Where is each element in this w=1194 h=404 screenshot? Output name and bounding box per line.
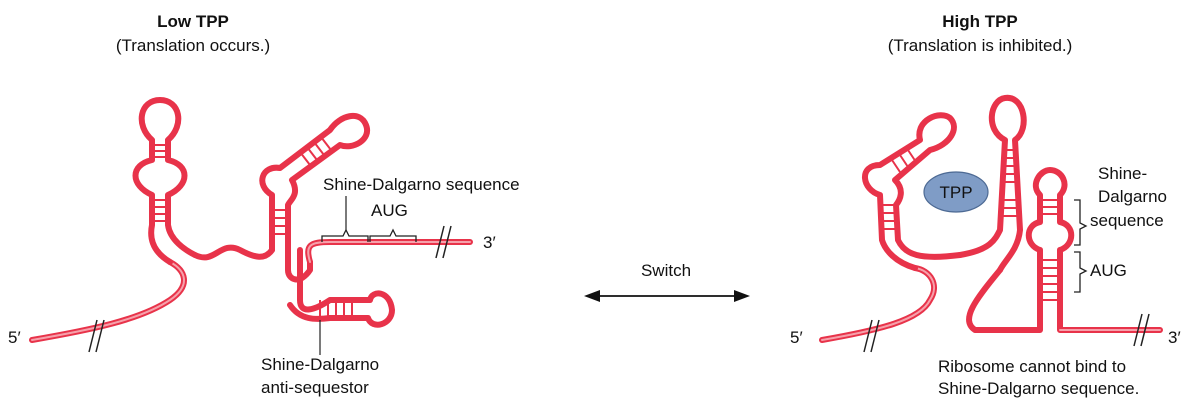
right-sd-hairpin [966, 167, 1163, 333]
right-break-marks [863, 313, 1150, 353]
switch-indicator: Switch [584, 261, 750, 302]
tpp-ligand [923, 171, 989, 213]
right-panel: High TPP (Translation is inhibited.) [790, 12, 1181, 398]
switch-arrow-left-head [584, 290, 600, 302]
right-hairpin-1 [862, 112, 963, 271]
right-hairpin-1-basepairs [880, 149, 917, 230]
left-subtitle: (Translation occurs.) [116, 36, 270, 55]
left-aug-bracket [369, 228, 417, 242]
right-aug-bracket [1074, 251, 1088, 293]
left-hairpin-2 [259, 113, 371, 283]
right-subtitle: (Translation is inhibited.) [888, 36, 1073, 55]
left-rna-strand [29, 97, 473, 353]
left-anti-sequestor-hairpin [287, 247, 395, 328]
right-sd-hairpin-basepairs [1040, 199, 1060, 301]
left-sd-label: Shine-Dalgarno sequence [323, 175, 520, 194]
left-connector [192, 244, 275, 261]
left-break-marks [88, 225, 452, 353]
left-hairpin-2-basepairs [272, 136, 332, 235]
right-3prime-label: 3′ [1168, 328, 1181, 347]
right-5prime-label: 5′ [790, 328, 803, 347]
right-rna-strand [819, 94, 1163, 353]
left-title: Low TPP [157, 12, 229, 31]
right-aug-label: AUG [1090, 261, 1127, 280]
left-hairpin-1-basepairs [152, 144, 168, 222]
left-5prime-tail [29, 259, 187, 343]
left-anti-basepairs [319, 300, 353, 318]
left-anti-label-2: anti-sequestor [261, 378, 369, 397]
right-hairpin-2-basepairs [1002, 149, 1018, 217]
right-sd-bracket [1074, 199, 1088, 246]
left-panel: Low TPP (Translation occurs.) [8, 12, 520, 397]
right-note-line-2: Shine-Dalgarno sequence. [938, 379, 1139, 398]
left-hairpin-1 [132, 97, 198, 265]
switch-arrow-right-head [734, 290, 750, 302]
right-note-line-1: Ribosome cannot bind to [938, 357, 1126, 376]
left-3prime-label: 3′ [483, 233, 496, 252]
right-title: High TPP [942, 12, 1018, 31]
right-hairpin-2 [957, 94, 1027, 273]
left-5prime-label: 5′ [8, 328, 21, 347]
left-aug-label: AUG [371, 201, 408, 220]
right-sd-label-3: sequence [1090, 211, 1164, 230]
switch-label: Switch [641, 261, 691, 280]
tpp-label: TPP [939, 183, 972, 202]
right-sd-label-2: Dalgarno [1098, 187, 1167, 206]
right-sd-label-1: Shine- [1098, 164, 1147, 183]
left-anti-label-1: Shine-Dalgarno [261, 355, 379, 374]
